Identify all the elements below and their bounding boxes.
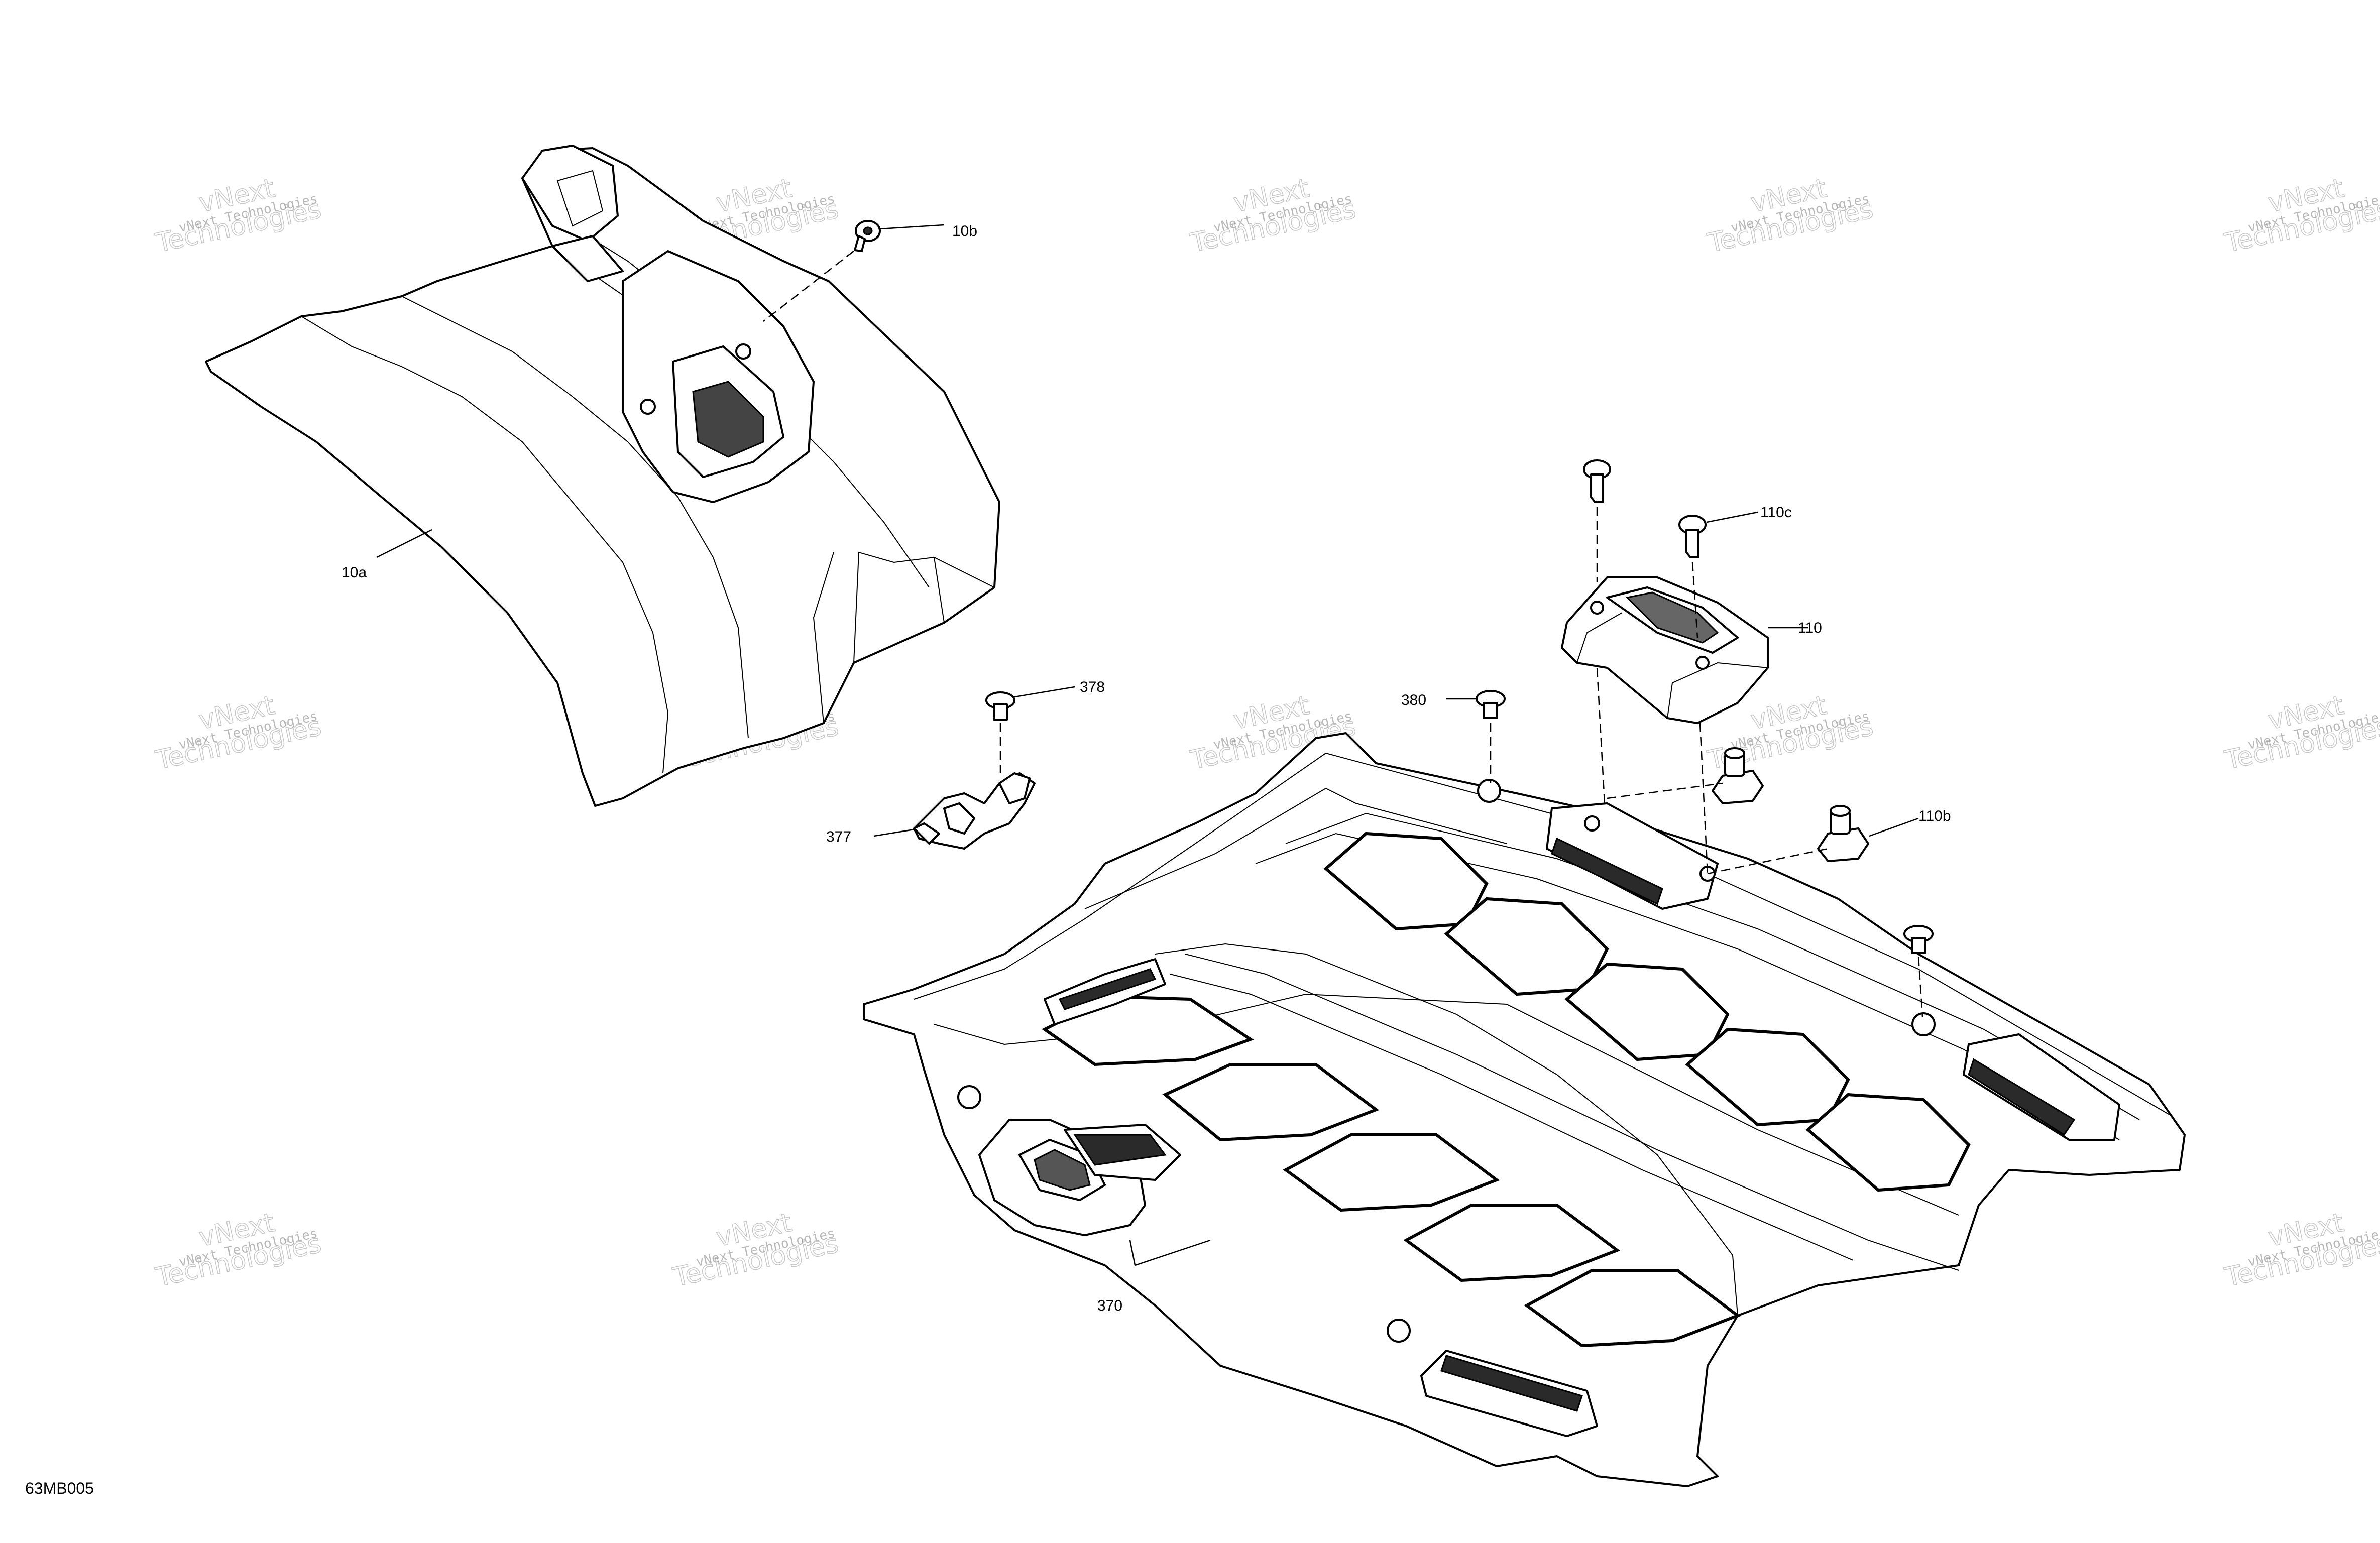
leader-110c [1706, 511, 1758, 523]
part-110b-nut [1817, 805, 1919, 862]
mount-hole [1387, 1319, 1411, 1343]
callout-377: 377 [826, 828, 851, 845]
watermark-r3-c5: vNext Technologies vNext Technologies [2222, 1207, 2380, 1293]
part-110c-bolt [1583, 459, 1611, 804]
plate-pad [1283, 1133, 1500, 1212]
plate-handle [978, 1119, 1181, 1236]
mount-hole [1911, 1012, 1936, 1036]
watermark-r1-c4: vNext Technologies vNext Technologies [1705, 173, 1876, 259]
watermark-r3-c1: vNext Technologies vNext Technologies [153, 1207, 324, 1293]
watermark-r1-c1: vNext Technologies vNext Technologies [153, 173, 324, 259]
plate-pad [1685, 1027, 1850, 1127]
callout-380: 380 [1401, 692, 1426, 708]
callout-10a: 10a [342, 564, 367, 581]
bolt-hole [735, 343, 751, 360]
plate-pad [1444, 897, 1609, 996]
callout-10b: 10b [952, 223, 977, 240]
part-110b-nut-2 [1712, 747, 1764, 804]
callout-110: 110 [1798, 620, 1822, 636]
dash-110b-a [1607, 782, 1723, 799]
vent-grille [1420, 1350, 1598, 1437]
drawing-id: 63MB005 [25, 1479, 94, 1497]
leader-370b [1135, 1239, 1211, 1266]
part-10b-screw: 10b [763, 220, 977, 322]
part-377-clip [873, 772, 1036, 850]
bolt-hole [640, 399, 656, 415]
mount-hole [1584, 815, 1600, 832]
watermark-r1-c5: vNext Technologies vNext Technologies [2222, 173, 2380, 259]
leader-10a [376, 529, 432, 558]
plate-pad [1403, 1204, 1621, 1282]
plate-pad [1564, 962, 1730, 1061]
watermark-r2-c1: vNext Technologies vNext Technologies [153, 690, 324, 776]
dash-110b-b [1707, 848, 1829, 875]
watermark-r1-c3: vNext Technologies vNext Technologies [1187, 173, 1359, 259]
callout-378: 378 [1080, 679, 1105, 695]
watermark-r2-c5: vNext Technologies vNext Technologies [2222, 690, 2380, 776]
part-380-fastener [1446, 690, 1506, 783]
watermark-r3-c2: vNext Technologies vNext Technologies [670, 1207, 842, 1293]
callout-110c: 110c [1760, 504, 1792, 521]
mount-hole [957, 1085, 981, 1109]
plate-pad [1162, 1063, 1380, 1142]
mount-hole [1477, 779, 1501, 803]
plate-pad [1805, 1093, 1971, 1192]
vent-grille [1044, 958, 1166, 1025]
callout-110b: 110b [1918, 808, 1951, 824]
part-370-skid-plate [863, 732, 2186, 1487]
part-110-bracket [1561, 576, 1769, 724]
part-110c-bolt-2 [1678, 515, 1709, 874]
plate-pad [1323, 832, 1489, 931]
part-380-fastener-2 [1903, 925, 1934, 1017]
leader-370 [1129, 1240, 1136, 1266]
callout-370: 370 [1097, 1297, 1122, 1314]
vent-grille [1963, 1033, 2120, 1141]
part-10a-cover [205, 145, 1000, 807]
part-378-fastener [985, 686, 1075, 773]
plate-pad [1524, 1269, 1741, 1348]
